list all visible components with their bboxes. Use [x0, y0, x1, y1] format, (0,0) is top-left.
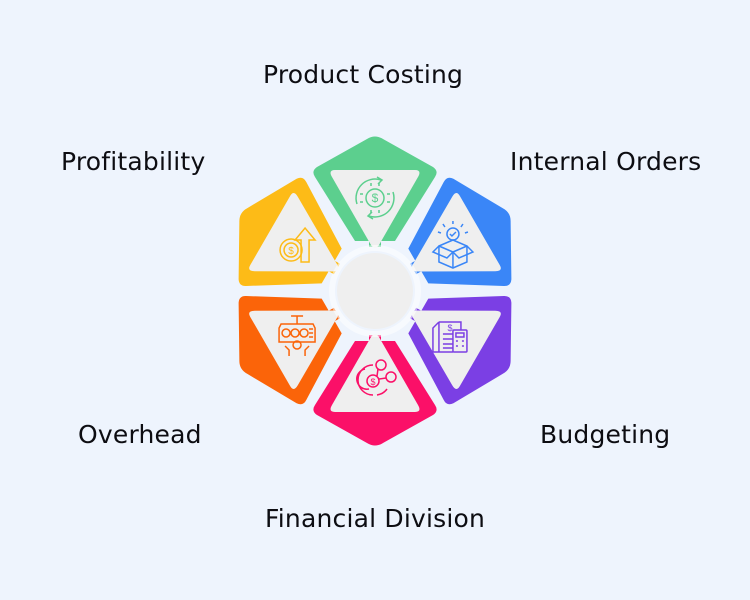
label-overhead: Overhead — [78, 420, 202, 449]
label-internal-orders: Internal Orders — [510, 147, 702, 176]
center-ring — [329, 245, 421, 337]
segment-budgeting: $ — [382, 259, 540, 422]
svg-text:$: $ — [447, 323, 452, 333]
segment-overhead — [210, 259, 368, 422]
label-product-costing: Product Costing — [263, 60, 464, 89]
segment-internal-orders — [382, 160, 540, 323]
invoice-calculator-icon: $ — [432, 321, 468, 353]
pie-chart-users-icon: $ — [356, 359, 397, 396]
center-circle — [337, 253, 413, 329]
svg-text:$: $ — [370, 377, 375, 387]
money-machine-icon — [278, 315, 316, 356]
segment-product-costing: $ — [313, 136, 437, 248]
segment-financial-division: $ — [313, 334, 437, 446]
segment-profitability: $ — [210, 160, 368, 323]
label-profitability: Profitability — [61, 147, 206, 176]
svg-text:$: $ — [288, 246, 294, 257]
label-budgeting: Budgeting — [540, 420, 671, 449]
gear-dollar-cycle-icon: $ — [355, 176, 395, 220]
coin-arrow-up-icon: $ — [279, 226, 317, 263]
box-checkmark-icon — [431, 221, 475, 269]
svg-text:$: $ — [372, 191, 379, 205]
label-financial-division: Financial Division — [265, 504, 486, 533]
